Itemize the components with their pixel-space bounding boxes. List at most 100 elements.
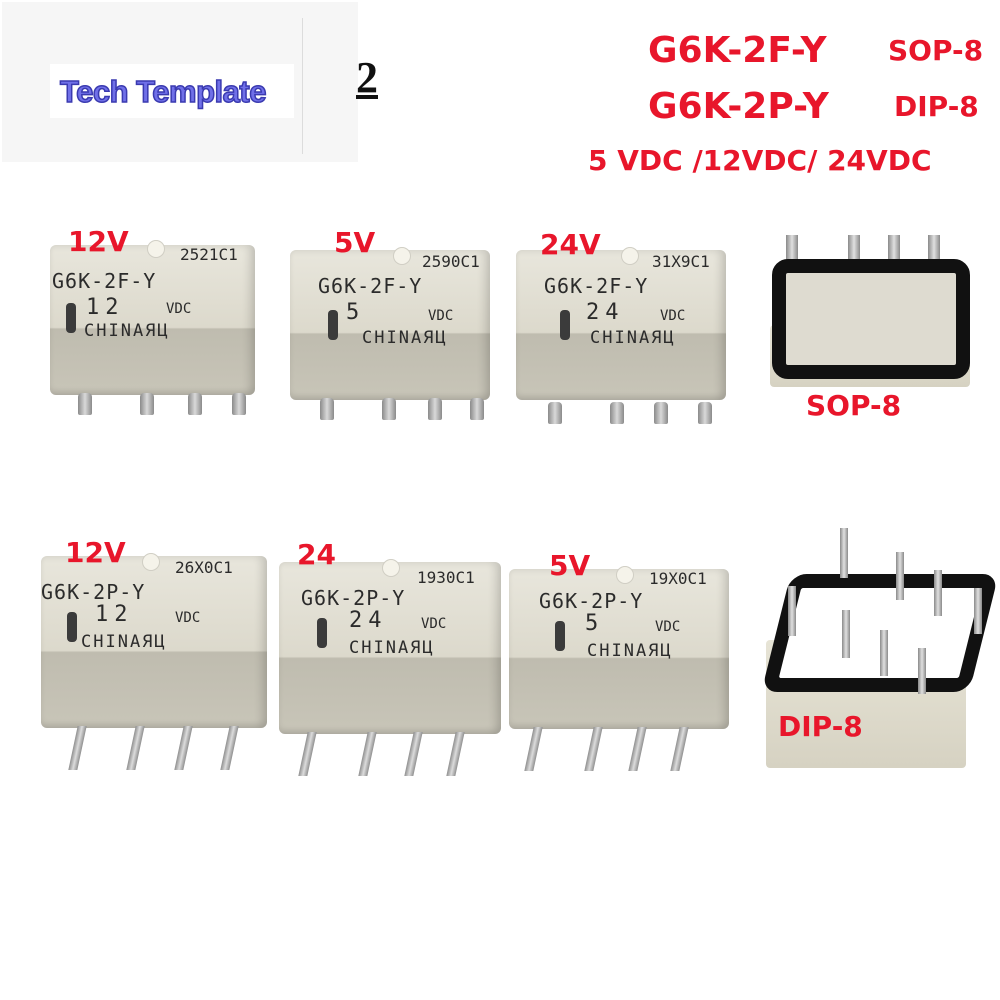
voltage-label: 24V	[540, 228, 601, 261]
smd-pin	[610, 402, 624, 424]
logo-banner: Tech Template	[50, 64, 294, 118]
relay-body	[516, 250, 726, 400]
pin1-marker-icon	[617, 567, 633, 583]
model-print: G6K-2F-Y	[318, 274, 423, 298]
package-label: SOP-8	[806, 389, 902, 422]
relay-sop-5v: 2590C1 G6K-2F-Y 5 VDC CHINAЯЦ 5V	[282, 226, 507, 422]
sop8-bottom-view: SOP-8	[760, 235, 990, 435]
dip-pin	[584, 727, 603, 771]
unit-print: VDC	[166, 301, 192, 317]
dip8-bottom-view: DIP-8	[760, 520, 999, 775]
sealant-frame	[772, 259, 970, 379]
relay-body	[50, 245, 255, 395]
date-code: 1930C1	[417, 568, 475, 587]
dip-pin	[358, 732, 377, 776]
model-dip-title: G6K-2P-Y	[648, 86, 829, 127]
relay-sop-24v: 31X9C1 G6K-2F-Y 24 VDC CHINAЯЦ 24V	[510, 228, 740, 427]
pin1-marker-icon	[383, 560, 399, 576]
model-print: G6K-2P-Y	[539, 589, 644, 613]
dip-pin	[880, 630, 888, 676]
relay-dip-24v: 1930C1 G6K-2P-Y 24 VDC CHINAЯЦ 24	[275, 538, 510, 776]
dip-pin	[446, 732, 465, 776]
unit-print: VDC	[421, 616, 447, 632]
origin-print: CHINAЯЦ	[590, 328, 676, 348]
dip-pin	[842, 610, 850, 658]
voltage-print: 12	[86, 295, 125, 320]
voltage-label: 24	[297, 538, 336, 571]
package-dip-title: DIP-8	[894, 90, 979, 123]
relay-dip-5v: 19X0C1 G6K-2P-Y 5 VDC CHINAЯЦ 5V	[505, 549, 740, 771]
smd-pin	[428, 398, 442, 420]
relay-window	[317, 618, 327, 648]
smd-pin	[548, 402, 562, 424]
smd-pin	[320, 398, 334, 420]
date-code: 31X9C1	[652, 252, 710, 271]
dip-pin	[126, 726, 145, 770]
date-code: 2590C1	[422, 252, 480, 271]
pin1-marker-icon	[394, 248, 410, 264]
smd-pin	[188, 393, 202, 415]
date-code: 19X0C1	[649, 569, 707, 588]
smd-pin	[382, 398, 396, 420]
unit-print: VDC	[175, 610, 201, 626]
model-print: G6K-2F-Y	[544, 274, 649, 298]
smd-pin	[140, 393, 154, 415]
origin-print: CHINAЯЦ	[349, 638, 435, 658]
origin-print: CHINAЯЦ	[587, 641, 673, 661]
unit-print: VDC	[660, 308, 686, 324]
origin-print: CHINAЯЦ	[362, 328, 448, 348]
dip-pin	[918, 648, 926, 694]
smd-pin	[888, 235, 900, 265]
dip-pin	[896, 552, 904, 600]
smd-pin	[232, 393, 246, 415]
dip-pin	[524, 727, 543, 771]
relay-window	[67, 612, 77, 642]
origin-print: CHINAЯЦ	[81, 632, 167, 652]
relay-window	[555, 621, 565, 651]
smd-pin	[470, 398, 484, 420]
stray-glyph: 2	[356, 53, 378, 102]
date-code: 2521C1	[180, 245, 238, 264]
dip-pin	[934, 570, 942, 616]
package-sop-title: SOP-8	[888, 34, 984, 67]
voltage-print: 12	[95, 602, 134, 627]
relay-body	[279, 562, 501, 734]
package-label: DIP-8	[778, 710, 863, 743]
model-print: G6K-2F-Y	[52, 269, 157, 293]
model-sop-title: G6K-2F-Y	[648, 30, 827, 71]
voltage-label: 12V	[68, 225, 129, 258]
voltage-print: 5	[346, 300, 366, 325]
voltage-label: 12V	[65, 536, 126, 569]
relay-window	[328, 310, 338, 340]
dip-pin	[174, 726, 193, 770]
pin1-marker-icon	[622, 248, 638, 264]
relay-dip-12v: 26X0C1 G6K-2P-Y 12 VDC CHINAЯЦ 12V	[35, 536, 275, 770]
voltage-print: 24	[349, 608, 388, 633]
relay-window	[66, 303, 76, 333]
dip-pin	[220, 726, 239, 770]
smd-pin	[78, 393, 92, 415]
dip-pin	[788, 586, 796, 636]
pin1-marker-icon	[148, 241, 164, 257]
dip-pin	[974, 588, 982, 634]
smd-pin	[848, 235, 860, 265]
model-print: G6K-2P-Y	[301, 586, 406, 610]
smd-pin	[928, 235, 940, 265]
relay-window	[560, 310, 570, 340]
dip-pin	[404, 732, 423, 776]
smd-pin	[698, 402, 712, 424]
dip-pin	[840, 528, 848, 578]
voltage-print: 5	[585, 611, 605, 636]
voltage-print: 24	[586, 300, 625, 325]
smd-pin	[786, 235, 798, 265]
logo-divider	[302, 18, 303, 154]
logo-panel: Tech Template	[2, 2, 358, 162]
unit-print: VDC	[428, 308, 454, 324]
unit-print: VDC	[655, 619, 681, 635]
logo-text: Tech Template	[59, 73, 267, 110]
voltage-options: 5 VDC /12VDC/ 24VDC	[588, 144, 932, 177]
pin1-marker-icon	[143, 554, 159, 570]
dip-pin	[68, 726, 87, 770]
voltage-label: 5V	[549, 549, 591, 582]
dip-pin	[628, 727, 647, 771]
